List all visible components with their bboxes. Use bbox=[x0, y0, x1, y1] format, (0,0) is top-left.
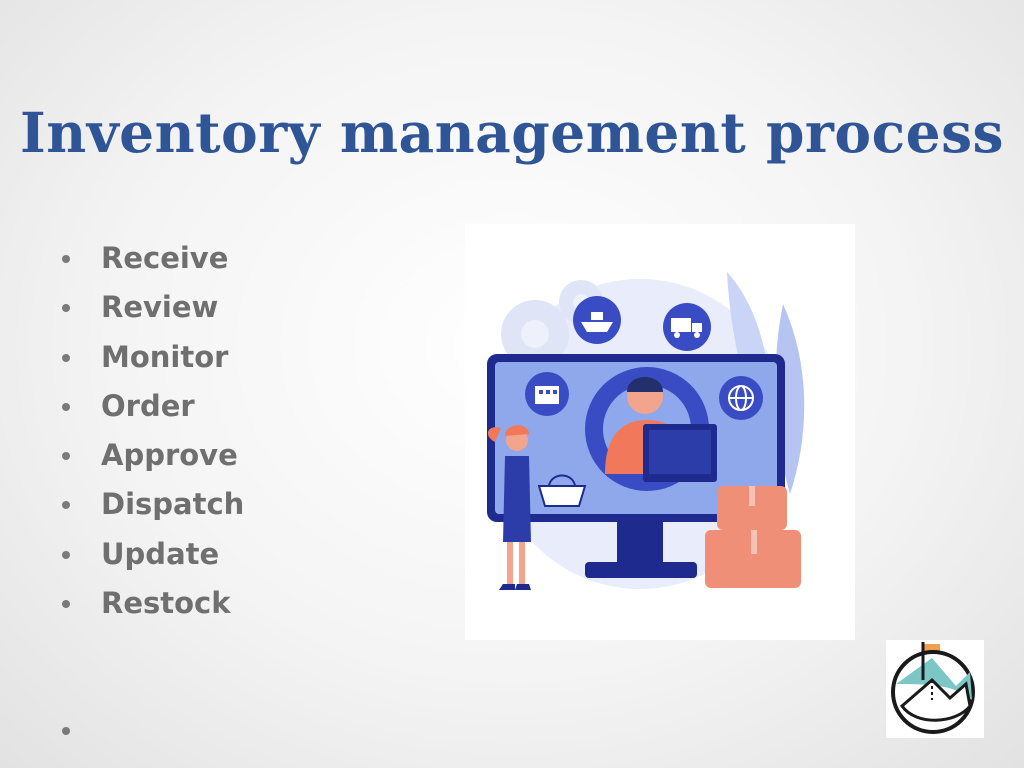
box-icon bbox=[705, 486, 801, 588]
bullet-dot bbox=[62, 452, 70, 461]
woman-figure bbox=[487, 425, 531, 590]
bullet-text: Order bbox=[101, 388, 195, 423]
bullet-item: Approve bbox=[60, 431, 244, 480]
shopping-basket-icon bbox=[537, 474, 587, 507]
bullet-dot bbox=[62, 600, 70, 609]
slide-title: Inventory management process bbox=[20, 100, 1004, 165]
inventory-illustration bbox=[465, 224, 855, 640]
logo bbox=[886, 640, 984, 738]
bullet-item: Monitor bbox=[60, 333, 244, 382]
bullet-dot bbox=[62, 353, 70, 362]
empty-bullet-dot bbox=[62, 727, 70, 735]
bullet-dot bbox=[62, 501, 70, 510]
bullet-text: Monitor bbox=[101, 339, 229, 374]
bullet-dot bbox=[62, 304, 70, 313]
bullet-item: Review bbox=[60, 283, 244, 332]
bullet-text: Review bbox=[101, 290, 219, 325]
inventory-illustration-svg bbox=[487, 272, 805, 590]
bullet-text: Restock bbox=[101, 586, 231, 621]
bullet-dot bbox=[62, 550, 70, 559]
bullet-text: Dispatch bbox=[101, 487, 245, 522]
operator-figure bbox=[605, 377, 717, 482]
bullet-item: Order bbox=[60, 382, 244, 431]
mountain-logo-icon bbox=[891, 642, 975, 734]
ship-icon bbox=[573, 296, 621, 344]
bullet-item: Update bbox=[60, 530, 244, 579]
bullet-text: Update bbox=[101, 536, 220, 571]
globe-icon bbox=[719, 376, 763, 420]
bullet-dot bbox=[62, 255, 70, 263]
bullet-list: Receive Review Monitor Order Approve Dis… bbox=[60, 234, 244, 628]
bullet-dot bbox=[62, 402, 70, 411]
warehouse-icon bbox=[525, 372, 569, 416]
bullet-text: Approve bbox=[101, 438, 238, 473]
truck-icon bbox=[663, 303, 711, 351]
bullet-item: Restock bbox=[60, 579, 244, 628]
bullet-item: Dispatch bbox=[60, 480, 244, 529]
bullet-item: Receive bbox=[60, 234, 244, 283]
bullet-text: Receive bbox=[101, 241, 229, 275]
